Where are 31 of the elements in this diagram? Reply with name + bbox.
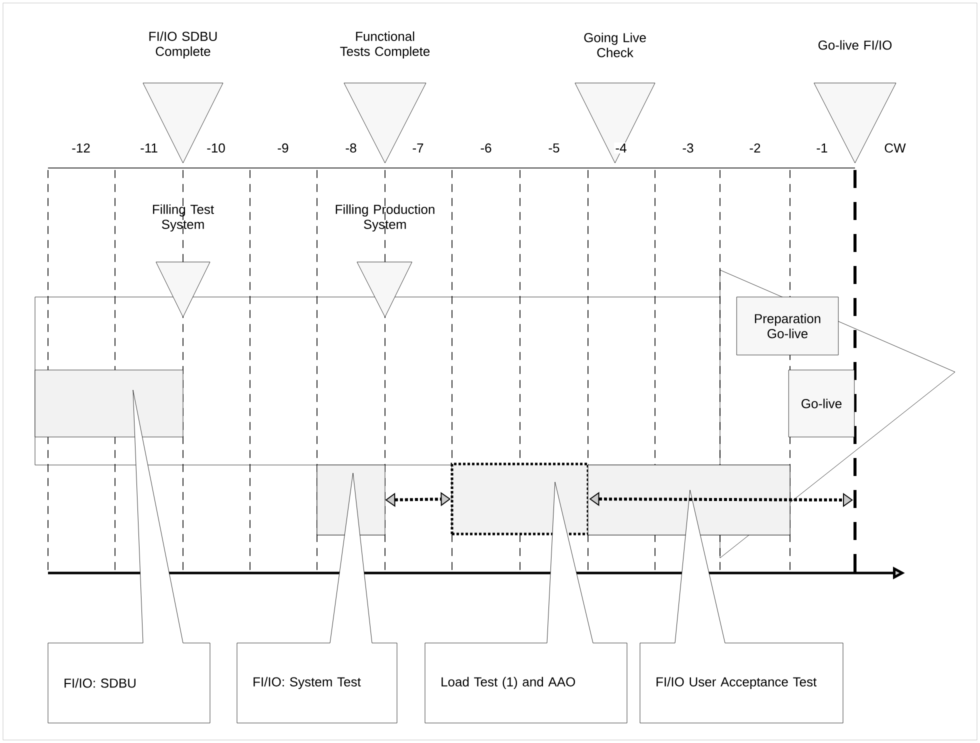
phase-box: Go-live xyxy=(788,370,855,438)
dotted-box xyxy=(450,462,590,536)
phase-bar xyxy=(316,464,386,536)
milestone-triangle: Filling Production System xyxy=(336,204,434,318)
week-label: CW xyxy=(883,142,907,154)
week-label: -4 xyxy=(614,142,628,154)
callout-box: FI/IO: SDBU xyxy=(48,390,210,724)
node-label: Filling Test System xyxy=(153,204,214,232)
week-label: -3 xyxy=(681,142,695,154)
phase-bar xyxy=(588,464,790,536)
week-label: -2 xyxy=(748,142,762,154)
node-label: Functional Tests Complete xyxy=(340,31,430,59)
node-label: Filling Production System xyxy=(336,204,434,232)
week-label: -11 xyxy=(139,142,159,154)
week-label: -5 xyxy=(547,142,561,154)
phase-box: Preparation Go-live xyxy=(736,296,839,356)
week-label: -9 xyxy=(276,142,290,154)
week-label: -8 xyxy=(344,142,358,154)
node-label: Going Live Check xyxy=(584,32,646,58)
week-label: -6 xyxy=(479,142,493,154)
week-label: -12 xyxy=(70,142,92,154)
callout-box: FI/IO: System Test xyxy=(236,472,398,724)
week-label: -7 xyxy=(411,142,425,154)
milestone-triangle: Filling Test System xyxy=(153,204,214,318)
callout-box: FI/IO User Acceptance Test xyxy=(640,490,844,724)
callout-box: Load Test (1) and AAO xyxy=(424,482,628,724)
phase-bar xyxy=(34,370,184,438)
week-label: -1 xyxy=(815,142,829,154)
node-label: FI/IO SDBU Complete xyxy=(149,31,217,59)
week-label: -10 xyxy=(206,142,226,154)
node-label: Go-live FI/IO xyxy=(818,40,892,50)
